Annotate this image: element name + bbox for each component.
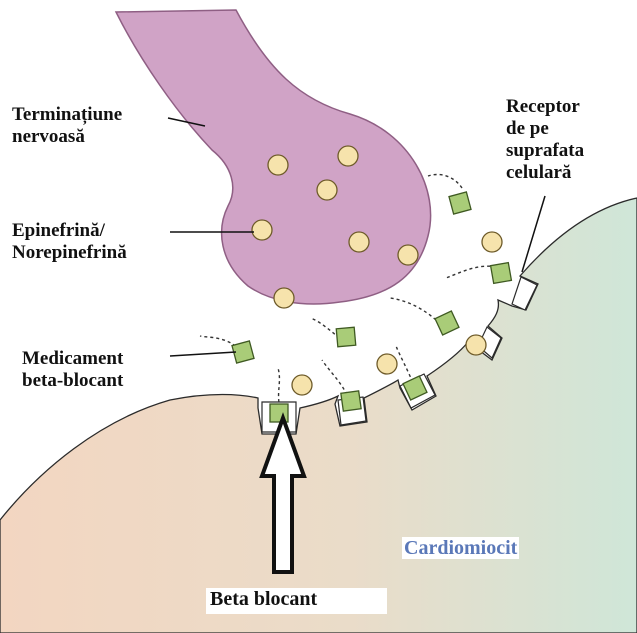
vesicle [377,354,397,374]
label-line: beta-blocant [22,370,123,392]
label-line: Receptor [506,96,584,118]
vesicle [338,146,358,166]
label-cardiomyocyte: Cardiomiocit [402,537,519,559]
label-line: de pe [506,118,584,140]
drug-square [341,391,361,411]
vesicle [292,375,312,395]
label-line: suprafata [506,140,584,162]
label-line: nervoasă [12,126,122,148]
label-line: Epinefrină/ [12,220,127,242]
vesicle [398,245,418,265]
label-receptor: Receptor de pe suprafata celulară [506,96,584,184]
label-line: celulară [506,162,584,184]
drug-square [491,263,512,284]
vesicle [466,335,486,355]
vesicle [252,220,272,240]
vesicle [317,180,337,200]
label-line: Terminațiune [12,104,122,126]
drug-square [435,311,459,335]
label-line: Medicament [22,348,123,370]
drug-square [449,192,471,214]
label-nerve-terminal: Terminațiune nervoasă [12,104,122,148]
vesicle [349,232,369,252]
drug-square [336,327,356,347]
vesicle [482,232,502,252]
vesicle [268,155,288,175]
pointer-drug [170,352,236,356]
vesicle [274,288,294,308]
label-line: Norepinefrină [12,242,127,264]
label-beta-blocker-drug: Medicament beta-blocant [22,348,123,392]
label-epinephrine: Epinefrină/ Norepinefrină [12,220,127,264]
label-beta-blocker: Beta blocant [206,588,387,614]
